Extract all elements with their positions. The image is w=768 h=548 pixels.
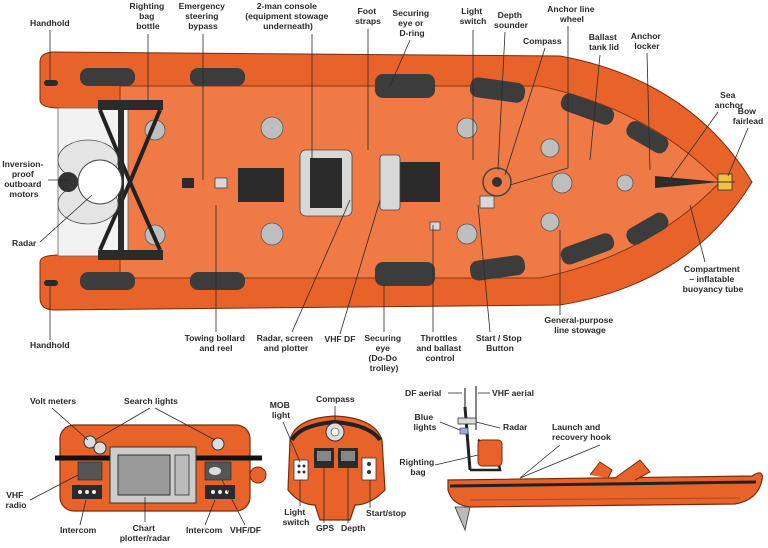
light-switch-panel <box>294 460 308 480</box>
chart-plotter-screen <box>118 455 170 495</box>
label-volt-meters: Volt meters <box>30 396 76 406</box>
outboard-motors <box>58 140 122 224</box>
label-two-man-console: 2-man console (equipment stowage underne… <box>245 1 330 31</box>
label-blue-lights: Blue lights <box>414 412 437 432</box>
label-start-stop-helm: Start/stop <box>366 508 406 518</box>
label-vhf-df-console: VHF/DF <box>230 525 261 535</box>
radar-side <box>458 418 476 424</box>
label-search-lights: Search lights <box>124 396 178 406</box>
label-df-aerial: DF aerial <box>405 388 441 398</box>
label-emergency-steering: Emergency steering bypass <box>179 1 228 31</box>
label-vhf-aerial: VHF aerial <box>492 388 534 398</box>
label-anchor-line-wheel: Anchor line wheel <box>547 4 597 24</box>
label-general-purpose-line: General-purpose line stowage <box>544 315 615 335</box>
blue-lights-side <box>460 428 468 434</box>
boat-side-view <box>448 386 762 530</box>
label-anchor-locker: Anchor locker <box>631 31 663 51</box>
handhold-top <box>44 80 58 86</box>
label-depth: Depth <box>341 523 365 533</box>
label-light-switch: Light switch <box>460 6 487 26</box>
righting-bag-side <box>478 440 502 466</box>
label-start-stop-button: Start / Stop Button <box>476 333 524 353</box>
console-panel <box>55 425 266 511</box>
handhold-bottom <box>44 280 58 286</box>
label-throttles: Throttles and ballast control <box>416 333 463 363</box>
label-launch-recovery: Launch and recovery hook <box>552 422 611 442</box>
label-securing-eye-d-ring: Securing eye or D-ring <box>392 8 431 38</box>
label-chart-plotter: Chart plotter/radar <box>120 523 171 543</box>
label-towing-bollard: Towing bollard and reel <box>185 333 248 353</box>
label-intercom-right: Intercom <box>186 525 223 535</box>
label-righting-bag-side: Righting bag <box>399 457 436 477</box>
label-mob-light: MOB light <box>270 400 292 420</box>
helm-panel <box>288 416 385 520</box>
label-radar-side: Radar <box>503 422 528 432</box>
label-compartment: Compartment – inflatable buoyancy tube <box>683 264 744 294</box>
label-light-switch-helm: Light switch <box>283 507 310 527</box>
label-foot-straps: Foot straps <box>355 6 381 26</box>
label-compass-helm: Compass <box>316 394 355 404</box>
label-vhf-df: VHF DF <box>324 334 355 344</box>
label-compass: Compass <box>523 36 562 46</box>
label-gps: GPS <box>316 523 334 533</box>
start-stop-panel <box>362 458 376 480</box>
label-vhf-radio: VHF radio <box>5 490 26 510</box>
mast <box>465 407 470 470</box>
label-intercom-left: Intercom <box>60 525 97 535</box>
label-righting-bag-bottle: Righting bag bottle <box>129 1 166 31</box>
side-view-labels: DF aerial VHF aerial Blue lights Radar L… <box>399 388 611 478</box>
label-inversion-proof-motors: Inversion- proof outboard motors <box>2 159 45 199</box>
outboard-side <box>455 507 470 530</box>
label-depth-sounder: Depth sounder <box>494 10 529 30</box>
label-handhold-top: Handhold <box>30 18 70 28</box>
label-handhold-bottom: Handhold <box>30 340 70 350</box>
boat-top-view <box>40 52 752 310</box>
label-radar-top: Radar <box>12 238 37 248</box>
label-ballast-tank-lid: Ballast tank lid <box>589 32 620 52</box>
label-radar-screen-plotter: Radar, screen and plotter <box>257 333 316 353</box>
label-securing-eye-trolley: Securing eye (Do-Do trolley) <box>364 333 403 373</box>
label-bow-fairlead: Bow fairlead <box>733 106 764 126</box>
